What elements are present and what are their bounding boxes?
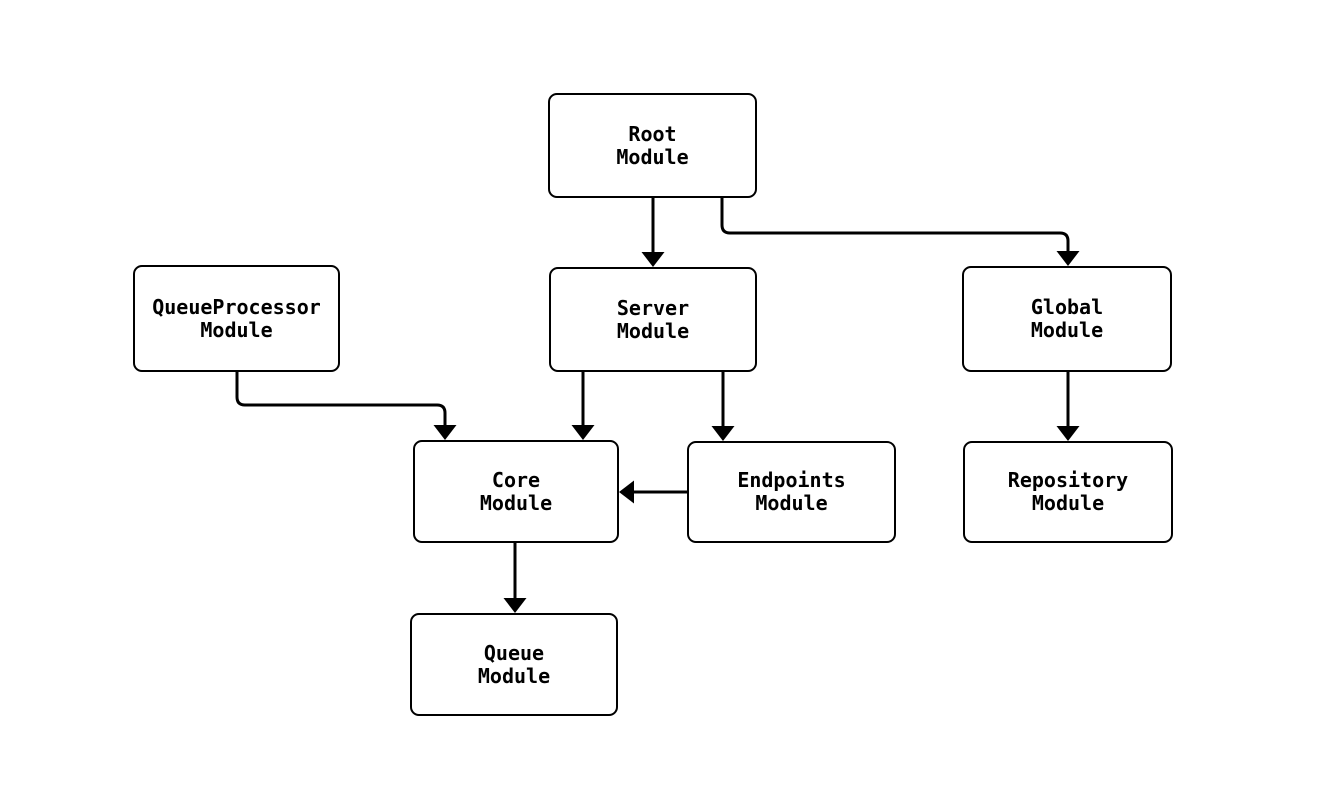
edge-server-to-endpoints (711, 372, 735, 441)
arrowhead-core-to-queue (503, 598, 527, 613)
node-endpoints-module-label: Endpoints Module (737, 468, 846, 515)
edge-server-to-core (571, 372, 595, 440)
arrowhead-server-to-core (571, 425, 595, 440)
node-queue-module: Queue Module (410, 613, 618, 716)
edge-core-to-queue (503, 543, 527, 613)
arrowhead-server-to-endpoints (711, 426, 735, 441)
node-queueprocessor-module-label: QueueProcessor Module (152, 294, 321, 342)
node-global-module: Global Module (962, 266, 1172, 372)
edge-endpoints-to-core (619, 480, 687, 504)
edge-global-to-repository (1056, 372, 1080, 441)
edge-queueprocessor-to-core (235, 372, 457, 440)
node-core-module: Core Module (413, 440, 619, 543)
node-global-module-label: Global Module (1030, 295, 1104, 342)
arrowhead-endpoints-to-core (619, 480, 634, 504)
node-core-module-label: Core Module (479, 467, 553, 515)
arrowhead-root-to-server (641, 252, 665, 267)
arrowhead-queueprocessor-to-core (433, 425, 457, 440)
node-server-module-label: Server Module (616, 295, 690, 343)
node-server-module: Server Module (549, 267, 757, 372)
node-repository-module-label: Repository Module (1007, 468, 1129, 515)
node-queue-module-label: Queue Module (477, 640, 551, 688)
arrowhead-root-to-global (1056, 251, 1080, 266)
arrowhead-global-to-repository (1056, 426, 1080, 441)
edge-root-to-server (641, 198, 665, 267)
node-repository-module: Repository Module (963, 441, 1173, 543)
edge-root-to-global (720, 198, 1080, 266)
node-root-module-label: Root Module (616, 121, 689, 169)
node-endpoints-module: Endpoints Module (687, 441, 896, 543)
node-root-module: Root Module (548, 93, 757, 198)
node-queueprocessor-module: QueueProcessor Module (133, 265, 340, 372)
